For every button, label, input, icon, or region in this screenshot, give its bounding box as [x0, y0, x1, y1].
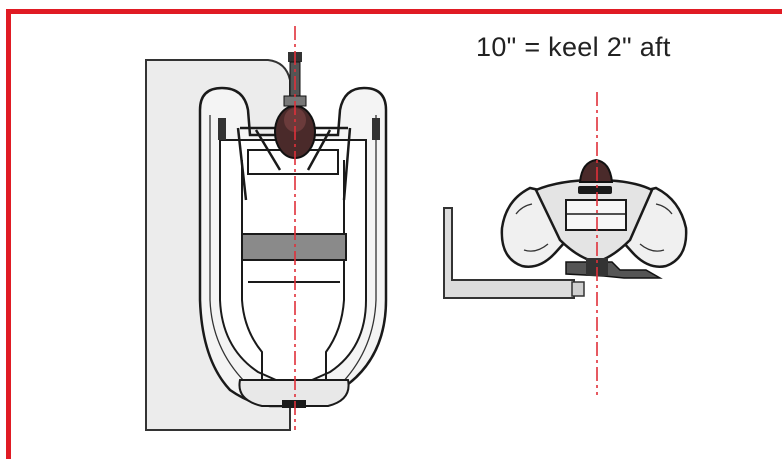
stern-engine-top	[578, 158, 614, 183]
stern-engine-band	[578, 186, 612, 194]
red-border-frame	[6, 9, 782, 459]
mount-bracket	[443, 207, 575, 299]
bracket-end	[571, 281, 585, 297]
tube-handle-right	[372, 118, 380, 140]
keel-offset-caption: 10" = keel 2" aft	[476, 32, 671, 62]
seat	[241, 233, 347, 261]
bow-handle	[282, 400, 306, 408]
top-view	[145, 26, 388, 431]
stern-view	[443, 92, 688, 395]
bow-section	[238, 379, 350, 407]
tube-seam-left	[209, 115, 249, 386]
tube-handle-left	[218, 118, 226, 140]
tube-seam-right	[339, 115, 377, 386]
top-strip	[0, 0, 782, 10]
tube-details	[515, 203, 673, 252]
floor-lines	[241, 160, 345, 380]
stern-transom-panel	[565, 199, 627, 231]
